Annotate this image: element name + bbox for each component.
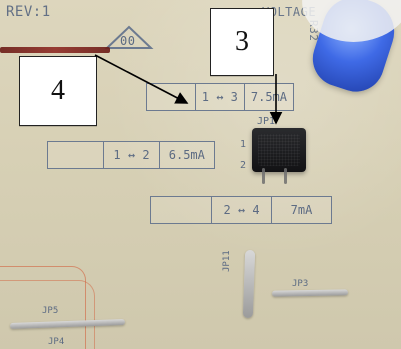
red-trace: [0, 280, 95, 349]
jumper-block: [252, 128, 306, 172]
triangle-label: 00: [120, 34, 136, 48]
blue-capacitor: [305, 0, 401, 99]
jp1-label: JP1: [257, 116, 276, 127]
triangle-marking: [104, 25, 154, 49]
pin-1-label: 1: [240, 139, 247, 150]
table-cell-pair: 1 ↔ 2: [103, 142, 158, 168]
jumper-table-1: 1 ↔ 3 7.5mA: [146, 83, 294, 111]
jumper-lead: [284, 168, 287, 184]
jumper-table-2: 1 ↔ 2 6.5mA: [47, 141, 215, 169]
table-cell-pair: 1 ↔ 3: [194, 84, 244, 110]
red-trace: [0, 266, 86, 349]
table-cell-blank: [48, 142, 103, 168]
jp3-wire: [271, 289, 349, 297]
jumper-lead: [262, 168, 265, 184]
callout-3: 3: [210, 8, 274, 76]
board-stripe: [0, 47, 110, 53]
pin-2-label: 2: [240, 160, 247, 171]
jp11-wire: [242, 249, 256, 319]
table-cell-current: 7.5mA: [243, 84, 293, 110]
jp11-label: JP11: [222, 250, 232, 272]
revision-label: REV:1: [6, 4, 51, 20]
table-cell-pair: 2 ↔ 4: [211, 197, 271, 223]
jp4-label: JP4: [48, 337, 65, 347]
jumper-table-3: 2 ↔ 4 7mA: [150, 196, 332, 224]
callout-4: 4: [19, 56, 97, 126]
table-cell-blank: [147, 84, 195, 110]
jp5-label: JP5: [42, 306, 59, 316]
table-cell-current: 6.5mA: [158, 142, 214, 168]
table-cell-blank: [151, 197, 211, 223]
jp3-label: JP3: [292, 279, 309, 289]
table-cell-current: 7mA: [271, 197, 331, 223]
